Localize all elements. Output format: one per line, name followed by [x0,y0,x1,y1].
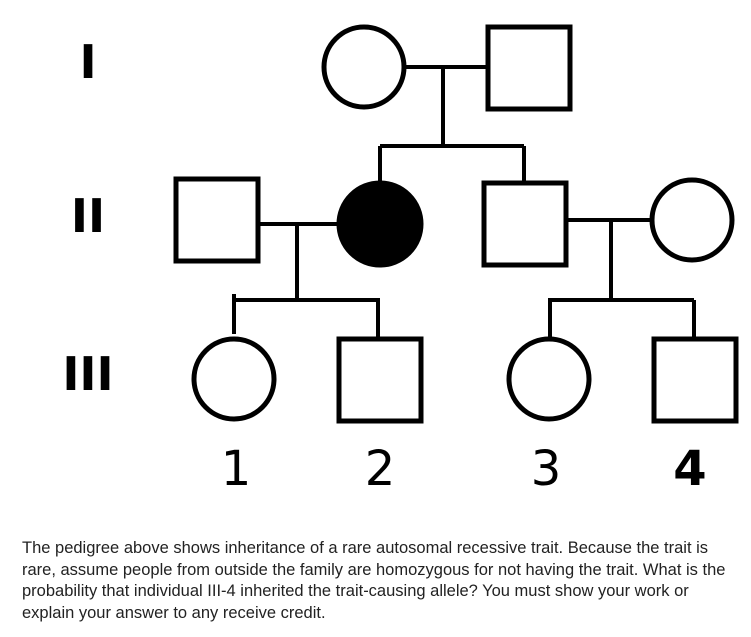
individual-number-1: 1 [221,441,252,497]
individual-number-4: 4 [673,441,706,497]
individual-II-3-male [481,180,569,268]
individual-III-1-female [191,336,277,422]
individual-I-1-female [321,24,407,110]
individual-II-4-female [649,177,735,263]
individual-number-3: 3 [531,441,562,497]
individual-III-3-female [506,336,592,422]
individual-III-2-male [336,336,424,424]
generation-label-I: I [79,35,96,89]
individual-II-2-female-affected [336,180,424,268]
pedigree-chart: I II III 1 2 3 4 [62,24,739,497]
individual-II-1-male [173,176,261,264]
generation-label-III: III [62,347,113,401]
individual-III-4-male [651,336,739,424]
generation-label-II: II [71,189,105,243]
question-text: The pedigree above shows inheritance of … [22,539,726,622]
individual-I-2-male [485,24,573,112]
individual-number-2: 2 [365,441,396,497]
